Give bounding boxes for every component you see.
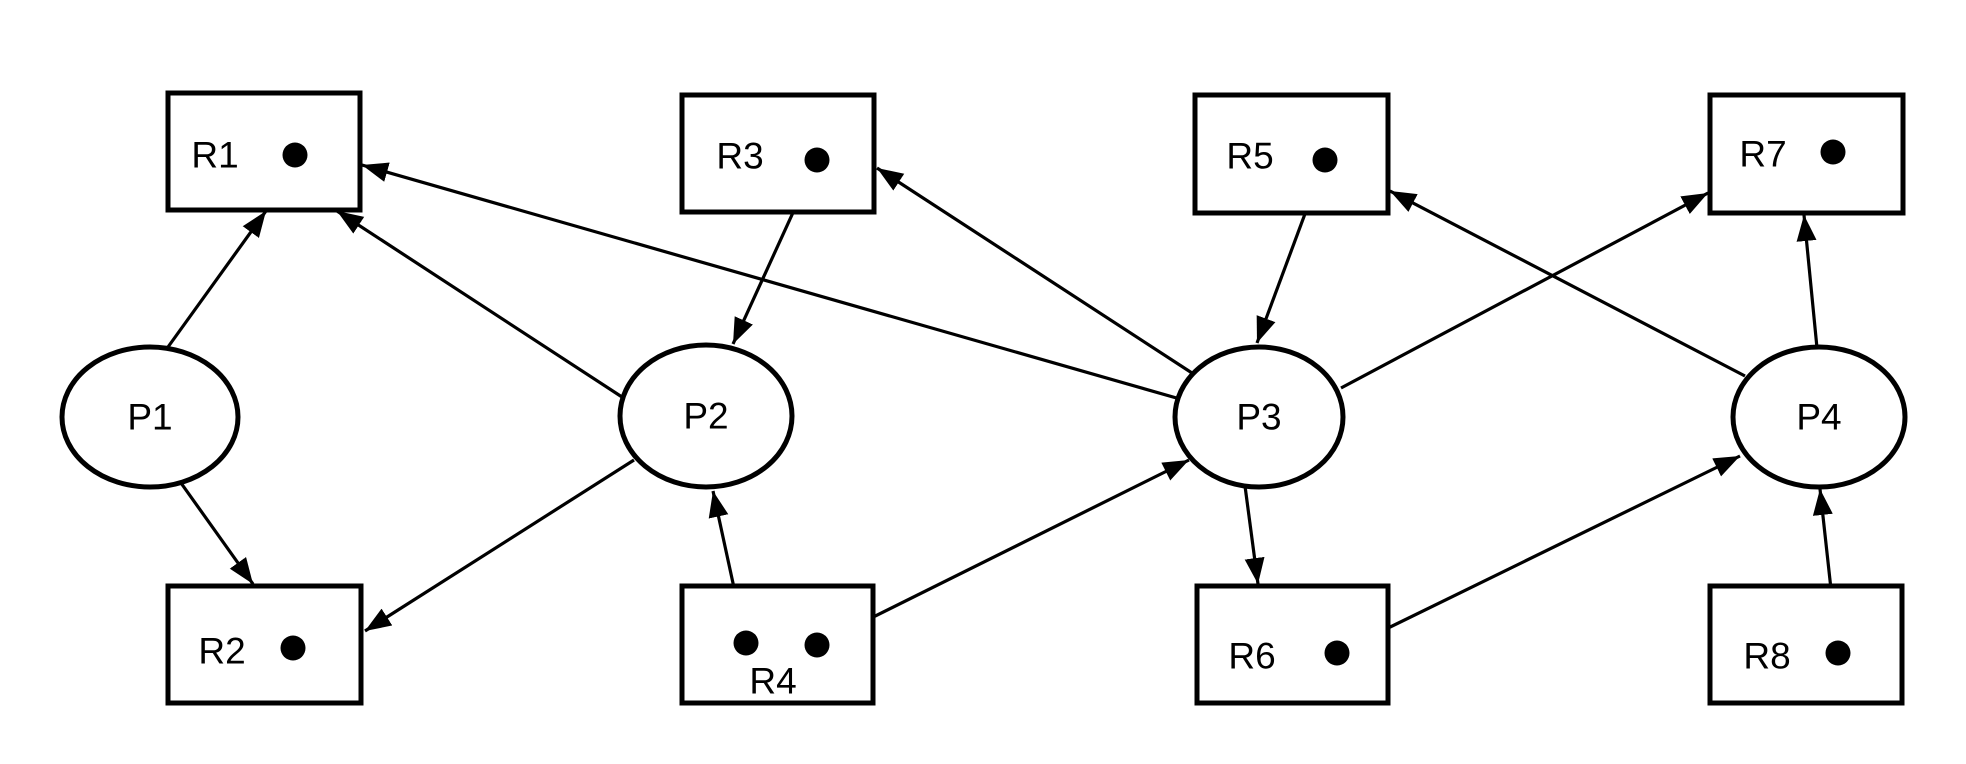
request-edge-P3-R6 [1243,485,1265,585]
resource-instance-dot-R4-2 [804,632,830,658]
resource-label-R1: R1 [191,135,238,176]
resource-label-R4: R4 [749,661,796,702]
process-label-P1: P1 [127,397,172,438]
resource-box-R5 [1192,92,1391,216]
resource-box-R8 [1707,583,1905,706]
process-layer: P1 P2 P3 P4 [59,342,1908,490]
resource-box-R2 [165,583,364,706]
process-ellipse-P4 [1730,344,1908,490]
resource-label-R5: R5 [1226,136,1273,177]
process-label-P4: P4 [1796,397,1841,438]
process-ellipse-P3 [1172,344,1346,490]
resource-instance-dot-R2-1 [280,635,306,661]
resource-node-R8: R8 [1707,583,1905,706]
resource-instance-dot-R7-1 [1820,139,1846,165]
resource-box-R3 [679,92,877,215]
resource-node-R1: R1 [165,90,363,213]
resource-instance-dot-R4-1 [733,630,759,656]
request-edge-P3-R7 [1340,191,1709,390]
resource-box-R1 [165,90,363,213]
request-edge-P1-R2 [179,482,255,585]
process-node-P4: P4 [1730,344,1908,490]
resource-instance-dot-R8-1 [1825,640,1851,666]
resource-label-R3: R3 [716,136,763,177]
resource-node-R6: R6 [1194,583,1391,706]
resource-label-R8: R8 [1743,636,1790,677]
resource-node-R2: R2 [165,583,364,706]
resource-node-R3: R3 [679,92,877,215]
request-edge-P4-R5 [1389,189,1746,378]
assignment-edge-R4-P3 [816,458,1190,647]
process-label-P2: P2 [683,396,728,437]
request-edge-P4-R7 [1796,214,1819,349]
request-edge-P1-R1 [166,210,268,348]
request-edge-P2-R2 [364,458,635,633]
resource-label-R7: R7 [1739,134,1786,175]
resource-instance-dot-R1-1 [282,142,308,168]
request-edge-P3-R1 [361,162,1181,401]
process-node-P3: P3 [1172,344,1346,490]
process-ellipse-P2 [617,342,795,490]
resource-label-R2: R2 [198,631,245,672]
process-node-P2: P2 [617,342,795,490]
resource-instance-dot-R5-1 [1312,147,1338,173]
process-label-P3: P3 [1236,397,1281,438]
resource-node-R7: R7 [1707,92,1906,216]
request-edge-P2-R1 [336,209,623,399]
resource-instance-dot-R6-1 [1324,640,1350,666]
resource-box-R7 [1707,92,1906,216]
process-node-P1: P1 [59,344,241,490]
resource-node-R4: R4 [679,583,876,706]
resource-instance-dot-R3-1 [804,147,830,173]
assignment-edge-R6-P4 [1336,454,1741,655]
resource-label-R6: R6 [1228,636,1275,677]
resource-box-R6 [1194,583,1391,706]
edge-layer [166,159,1840,655]
resource-node-R5: R5 [1192,92,1391,216]
request-edge-P3-R3 [876,166,1193,375]
resource-box-R4 [679,583,876,706]
process-ellipse-P1 [59,344,241,490]
